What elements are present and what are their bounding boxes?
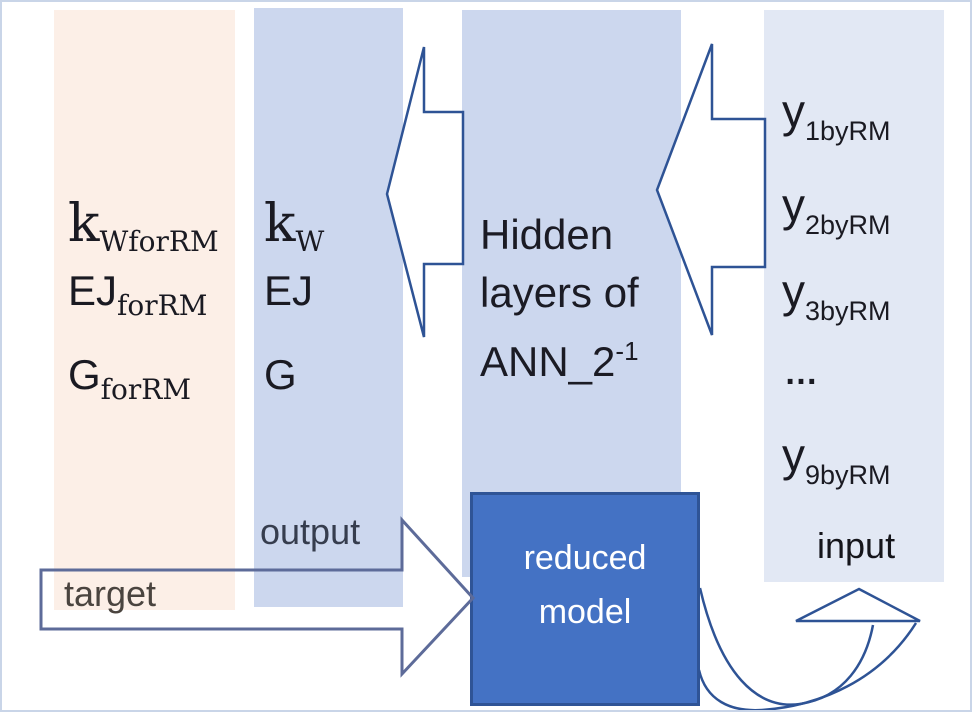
input-y1: y1byRM: [782, 85, 891, 146]
target-output-EJ: EJforRM: [68, 267, 208, 322]
input-ellipsis: …: [784, 354, 818, 392]
hidden-layers-column: [462, 10, 681, 577]
reduced-model-label-line2: model: [538, 593, 632, 631]
input-y2: y2byRM: [782, 179, 891, 240]
feedback-curve-outer-icon: [698, 587, 875, 706]
feedback-arrowhead-icon: [795, 587, 921, 623]
input-y3: y3byRM: [782, 265, 891, 326]
hidden-layers-label: Hidden layers of ANN_2-1: [480, 211, 639, 385]
target-output-G: GforRM: [68, 351, 192, 406]
ann-outputs-column: [254, 8, 403, 607]
ann-inputs-column: [764, 10, 944, 582]
input-y9: y9byRM: [782, 429, 891, 490]
target-outputs-column: [54, 10, 235, 610]
output-label: output: [260, 511, 361, 552]
ann-output-G: G: [264, 351, 297, 398]
ann-output-EJ: EJ: [264, 267, 314, 314]
target-output-kW: kWforRM: [68, 194, 219, 258]
ann-output-kW: kW: [264, 194, 325, 258]
feedback-curve-inner-icon: [697, 622, 918, 710]
reduced-model-box: reduced model: [470, 492, 700, 706]
reduced-model-label-line1: reduced: [523, 539, 647, 577]
target-label: target: [64, 573, 157, 614]
input-label: input: [817, 525, 896, 566]
